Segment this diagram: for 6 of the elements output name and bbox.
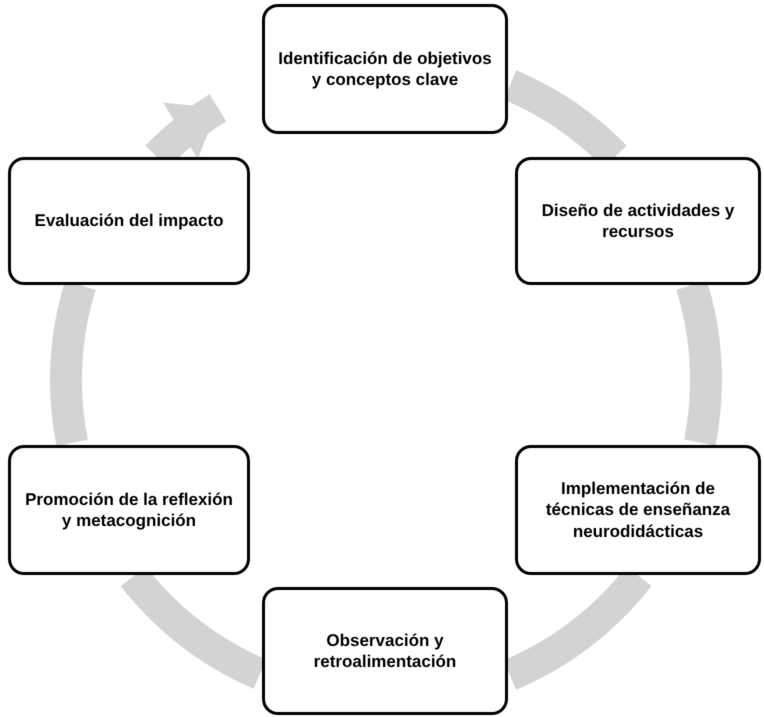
step-box: Evaluación del impacto [8, 157, 250, 285]
step-box: Diseño de actividades y recursos [515, 157, 761, 285]
step-box: Promoción de la reflexión y metacognición [8, 445, 250, 575]
step-box: Identificación de objetivos y conceptos clave [262, 4, 508, 134]
step-box: Implementación de técnicas de enseñanza neurodidácticas [515, 445, 761, 575]
step-box: Observación y retroalimentación [262, 587, 508, 715]
